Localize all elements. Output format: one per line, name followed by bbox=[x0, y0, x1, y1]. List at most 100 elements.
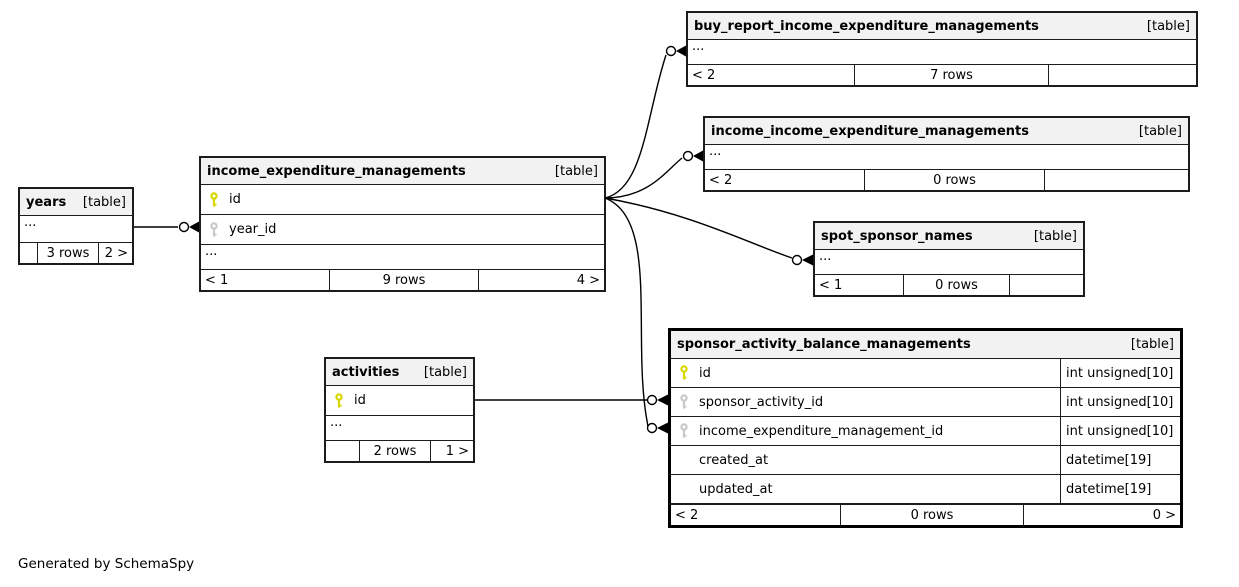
column-name: created_at bbox=[699, 452, 769, 468]
table-header[interactable]: buy_report_income_expenditure_management… bbox=[688, 13, 1196, 40]
primary-key-icon bbox=[679, 365, 689, 381]
hidden-columns-ellipsis: ... bbox=[326, 416, 473, 441]
column-name: id bbox=[699, 365, 711, 381]
crows-foot-marker bbox=[802, 254, 813, 266]
column-row[interactable]: income_expenditure_management_id int uns… bbox=[671, 417, 1180, 446]
column-type: int unsigned[10] bbox=[1060, 417, 1180, 445]
footer-rowcount: 0 rows bbox=[865, 170, 1045, 190]
zero-or-one-marker bbox=[646, 422, 658, 434]
table-footer: 3 rows 2 > bbox=[20, 243, 132, 263]
table-years[interactable]: years [table] ... 3 rows 2 > bbox=[18, 187, 134, 265]
table-name: years bbox=[26, 194, 67, 210]
foreign-key-icon bbox=[679, 394, 689, 410]
table-name: income_income_expenditure_managements bbox=[711, 123, 1029, 139]
table-tag: [table] bbox=[1130, 337, 1174, 352]
footer-rowcount: 7 rows bbox=[855, 65, 1049, 85]
crows-foot-marker bbox=[676, 45, 686, 57]
crows-foot-marker bbox=[189, 221, 199, 233]
column-name: id bbox=[229, 192, 241, 207]
footer-children bbox=[1010, 275, 1083, 295]
zero-or-one-marker bbox=[791, 254, 803, 266]
table-footer: < 1 9 rows 4 > bbox=[201, 270, 604, 290]
footer-children bbox=[1049, 65, 1196, 85]
table-footer: < 2 7 rows bbox=[688, 65, 1196, 85]
table-header[interactable]: activities [table] bbox=[326, 359, 473, 386]
column-row[interactable]: sponsor_activity_id int unsigned[10] bbox=[671, 388, 1180, 417]
table-footer: < 2 0 rows bbox=[705, 170, 1188, 190]
table-tag: [table] bbox=[554, 163, 598, 179]
primary-key-icon bbox=[209, 191, 219, 208]
table-header[interactable]: income_expenditure_managements [table] bbox=[201, 158, 604, 185]
crows-foot-marker bbox=[693, 150, 703, 162]
footer-parents: < 1 bbox=[815, 275, 904, 295]
table-footer: < 2 0 rows 0 > bbox=[671, 504, 1180, 525]
table-income_income_expenditure_managements[interactable]: income_income_expenditure_managements [t… bbox=[703, 116, 1190, 192]
wire-iem-to-sabm bbox=[604, 197, 649, 429]
table-tag: [table] bbox=[82, 194, 126, 210]
footer-children: 2 > bbox=[104, 245, 128, 261]
hidden-columns-ellipsis: ... bbox=[705, 145, 1188, 170]
table-name: income_expenditure_managements bbox=[207, 163, 466, 179]
column-name: year_id bbox=[229, 222, 277, 237]
table-footer: 2 rows 1 > bbox=[326, 441, 473, 461]
column-row[interactable]: created_at datetime[19] bbox=[671, 446, 1180, 475]
column-name: sponsor_activity_id bbox=[699, 394, 824, 410]
table-tag: [table] bbox=[423, 364, 467, 380]
crows-foot-marker bbox=[657, 394, 668, 406]
footer-rowcount: 9 rows bbox=[330, 270, 479, 290]
foreign-key-icon bbox=[209, 221, 219, 238]
table-footer: < 1 0 rows bbox=[815, 275, 1083, 295]
table-spot_sponsor_names[interactable]: spot_sponsor_names [table] ... < 1 0 row… bbox=[813, 221, 1085, 297]
table-header[interactable]: sponsor_activity_balance_managements [ta… bbox=[671, 331, 1180, 359]
footer-parents: < 1 bbox=[201, 270, 330, 290]
footer-parents: < 2 bbox=[671, 505, 841, 525]
table-header[interactable]: years [table] bbox=[20, 189, 132, 216]
footer-parents bbox=[326, 441, 360, 461]
column-type: int unsigned[10] bbox=[1060, 388, 1180, 416]
hidden-columns-ellipsis: ... bbox=[688, 40, 1196, 65]
column-row[interactable]: id bbox=[326, 386, 473, 416]
zero-or-one-marker bbox=[178, 221, 190, 233]
hidden-columns-ellipsis: ... bbox=[815, 250, 1083, 275]
footer-children: 1 > bbox=[445, 443, 469, 459]
table-header[interactable]: spot_sponsor_names [table] bbox=[815, 223, 1083, 250]
column-name: income_expenditure_management_id bbox=[699, 423, 944, 439]
column-type: datetime[19] bbox=[1060, 446, 1180, 474]
wire-iem-to-income-income bbox=[604, 157, 683, 199]
table-activities[interactable]: activities [table] id ... 2 rows 1 > bbox=[324, 357, 475, 463]
table-header[interactable]: income_income_expenditure_managements [t… bbox=[705, 118, 1188, 145]
wire-iem-to-buy-report bbox=[604, 54, 667, 199]
crows-foot-marker bbox=[657, 422, 668, 434]
hidden-columns-ellipsis: ... bbox=[20, 216, 132, 243]
table-tag: [table] bbox=[1146, 18, 1190, 34]
foreign-key-icon bbox=[679, 423, 689, 439]
table-income_expenditure_managements[interactable]: income_expenditure_managements [table] i… bbox=[199, 156, 606, 292]
primary-key-icon bbox=[334, 392, 344, 409]
footer-children: 4 > bbox=[576, 272, 600, 288]
table-sponsor_activity_balance_managements[interactable]: sponsor_activity_balance_managements [ta… bbox=[668, 328, 1183, 528]
column-type: datetime[19] bbox=[1060, 475, 1180, 503]
column-row[interactable]: id bbox=[201, 185, 604, 215]
column-type: int unsigned[10] bbox=[1060, 359, 1180, 387]
column-row[interactable]: id int unsigned[10] bbox=[671, 359, 1180, 388]
footer-rowcount: 2 rows bbox=[360, 441, 431, 461]
footer-parents bbox=[20, 243, 38, 263]
footer-rowcount: 0 rows bbox=[904, 275, 1010, 295]
footer-rowcount: 0 rows bbox=[841, 505, 1024, 525]
table-buy_report_income_expenditure_managements[interactable]: buy_report_income_expenditure_management… bbox=[686, 11, 1198, 87]
table-name: sponsor_activity_balance_managements bbox=[677, 337, 971, 352]
table-name: buy_report_income_expenditure_management… bbox=[694, 18, 1039, 34]
column-row[interactable]: year_id bbox=[201, 215, 604, 245]
zero-or-one-marker bbox=[646, 394, 658, 406]
column-row[interactable]: updated_at datetime[19] bbox=[671, 475, 1180, 504]
table-tag: [table] bbox=[1033, 228, 1077, 244]
hidden-columns-ellipsis: ... bbox=[201, 245, 604, 270]
generated-by-note: Generated by SchemaSpy bbox=[18, 556, 195, 572]
wire-iem-to-spot-sponsor bbox=[604, 197, 793, 259]
table-name: spot_sponsor_names bbox=[821, 228, 973, 244]
table-tag: [table] bbox=[1138, 123, 1182, 139]
column-name: updated_at bbox=[699, 481, 773, 497]
footer-parents: < 2 bbox=[705, 170, 865, 190]
table-name: activities bbox=[332, 364, 400, 380]
